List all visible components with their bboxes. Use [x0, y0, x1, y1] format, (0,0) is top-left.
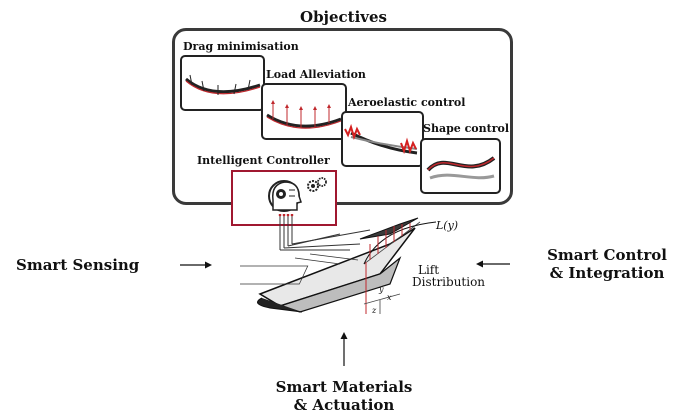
- wing-bending-drag-icon: [185, 74, 261, 95]
- smart-materials-label-line1: Smart Materials: [275, 378, 413, 396]
- lift-label-line1: Lift: [418, 263, 440, 277]
- axis-x-label: x: [387, 293, 392, 302]
- axis-y-label: y: [379, 285, 384, 294]
- objectives-title: Objectives: [300, 8, 387, 26]
- lift-distribution: [363, 221, 437, 314]
- load-alleviation-card: [261, 83, 347, 140]
- smart-control-label-line1: Smart Control: [547, 246, 667, 264]
- shape-control-card: [420, 138, 501, 194]
- wing-shape-icon: [426, 156, 496, 180]
- arrow-right-icon: [180, 261, 212, 269]
- wing-load-arrows-icon: [266, 100, 342, 129]
- objectives-frame: [172, 28, 513, 205]
- wing-flutter-icon: [344, 123, 418, 155]
- ai-head-gears-icon: [268, 177, 327, 212]
- objective-label-drag: Drag minimisation: [183, 40, 299, 53]
- arrow-left-icon: [476, 260, 510, 268]
- smart-control-label-line2: & Integration: [549, 264, 665, 282]
- controller-label: Intelligent Controller: [197, 154, 330, 167]
- objective-label-shape: Shape control: [423, 122, 510, 135]
- lift-curve-label: L(y): [436, 219, 459, 232]
- objective-label-load: Load Alleviation: [266, 68, 366, 81]
- aeroelastic-control-card: [341, 111, 424, 167]
- lift-label-line2: Distribution: [412, 275, 486, 289]
- drag-minimisation-card: [180, 55, 265, 111]
- axis-z-label: z: [372, 306, 377, 315]
- wing-illustration: [240, 214, 437, 314]
- smart-sensing-label: Smart Sensing: [16, 256, 140, 274]
- sensor-wires: [279, 214, 371, 251]
- arrow-up-icon: [340, 332, 348, 366]
- smart-materials-label-line2: & Actuation: [293, 396, 395, 414]
- objective-label-aeroelastic: Aeroelastic control: [348, 96, 466, 109]
